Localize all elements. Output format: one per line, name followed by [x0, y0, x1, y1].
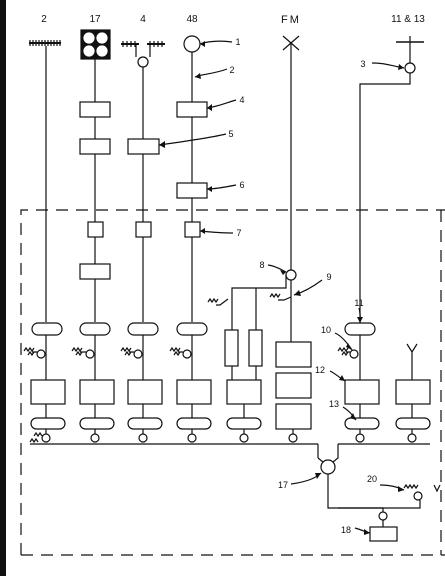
trap-fm-left [207, 297, 219, 304]
fm-branch-left [231, 275, 287, 330]
box-ch48-converter [176, 182, 208, 199]
antenna-yagi-ch2 [29, 40, 61, 46]
callout-4: 4 [239, 95, 244, 105]
combiner-taps [41, 433, 417, 443]
callout-1: 1 [235, 37, 240, 47]
callout-11: 11 [354, 298, 363, 308]
callout-10: 10 [321, 325, 331, 335]
antenna-uhf-array-ch17 [80, 29, 111, 60]
feedline-ch11-13 [359, 73, 411, 322]
bandpass-fm [226, 417, 262, 430]
callout-5: 5 [228, 129, 233, 139]
callout-9: 9 [326, 272, 331, 282]
box-ch48-small [184, 221, 201, 238]
box-ch17-small [87, 221, 104, 238]
filter-ch4 [127, 322, 159, 336]
trap-20 [403, 483, 419, 490]
bandpass-ch13 [395, 417, 431, 430]
channel-label-48: 48 [186, 14, 198, 25]
fm-filter-a [224, 329, 239, 367]
antenna-stub-right [406, 343, 418, 354]
bandpass-ch2 [30, 417, 66, 430]
output-box-18 [369, 526, 398, 542]
filter-ch48 [176, 322, 208, 336]
box-ch17-b [79, 138, 111, 155]
processor-ch11 [344, 379, 380, 405]
fm-filter-b [248, 329, 263, 367]
callout-20: 20 [367, 474, 377, 484]
callout-6: 6 [239, 180, 244, 190]
processor-fm-pair [226, 379, 262, 405]
box-ch4-small [135, 221, 152, 238]
box-ch17-a [79, 101, 111, 118]
callout-17: 17 [278, 480, 288, 490]
fm-processor-a [275, 341, 312, 368]
page-edge [0, 0, 6, 576]
enclosure-dashed [20, 209, 445, 555]
processor-ch4 [127, 379, 163, 405]
channel-label-11-13: 11 & 13 [391, 14, 425, 25]
box-ch48-preamp [176, 101, 208, 118]
antenna-ch11-13 [396, 36, 424, 74]
channel-label-fm: FM [281, 14, 301, 26]
callout-2: 2 [229, 65, 234, 75]
callout-13: 13 [329, 399, 339, 409]
callout-8: 8 [259, 260, 264, 270]
filter-ch17 [79, 322, 111, 336]
channel-label-2: 2 [41, 14, 47, 25]
fm-processor-b [275, 372, 312, 399]
processor-ch2 [30, 379, 66, 405]
termination-left [29, 431, 43, 444]
callout-18: 18 [341, 525, 351, 535]
antenna-yagi-ch4 [121, 41, 165, 68]
processor-ch13 [395, 379, 431, 405]
callout-12: 12 [315, 365, 325, 375]
combiner-17 [320, 459, 336, 475]
channel-label-17: 17 [89, 14, 101, 25]
filter-ch2 [31, 322, 63, 336]
filter-ch11-13 [344, 322, 376, 336]
attenuator-pads [23, 346, 359, 359]
bandpass-ch48 [176, 417, 212, 430]
box-ch4-converter [127, 138, 160, 155]
fm-processor-c [275, 403, 312, 430]
callout-3: 3 [360, 59, 365, 69]
processor-ch17 [79, 379, 115, 405]
callout-7: 7 [236, 228, 241, 238]
box-ch17-c [79, 263, 111, 280]
bandpass-ch17 [79, 417, 115, 430]
antenna-dish-ch48 [183, 35, 201, 53]
trap-9 [269, 292, 281, 299]
bandpass-ch4 [127, 417, 163, 430]
channel-label-4: 4 [140, 14, 146, 25]
bandpass-ch11 [344, 417, 380, 430]
processor-ch48 [176, 379, 212, 405]
splitter-8 [285, 269, 297, 281]
